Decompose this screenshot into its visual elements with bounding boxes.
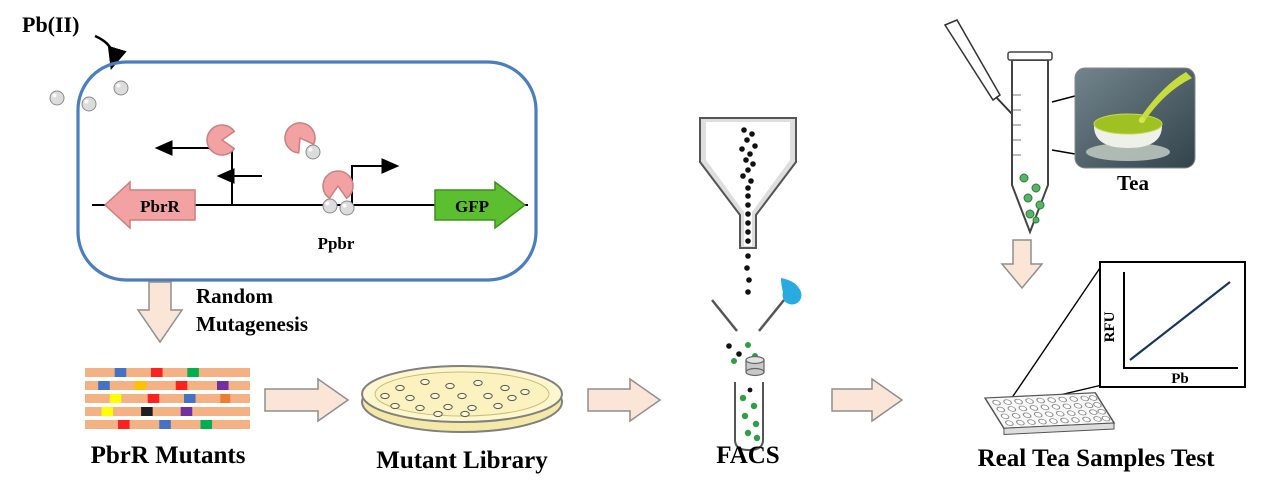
pbrr-mutants-label: PbrR Mutants <box>91 442 246 469</box>
mutation-segment <box>141 407 153 416</box>
facs-funnel-channel <box>706 122 790 246</box>
mutation-segment <box>159 420 171 429</box>
colonies <box>380 378 530 418</box>
tea-photo <box>1074 67 1196 169</box>
saucer <box>1086 143 1170 161</box>
pbrr-protein-blob <box>284 122 316 154</box>
cell-membrane <box>76 60 538 282</box>
tea-surface <box>1093 113 1163 135</box>
pb-ion-spheres <box>49 80 129 112</box>
mutation-segment <box>180 407 193 416</box>
sample-tube <box>1007 51 1076 235</box>
facs-label: FACS <box>716 442 779 469</box>
mutation-segment <box>109 394 122 403</box>
mutant-dna-bar <box>85 381 250 390</box>
graph-axes <box>1123 272 1238 369</box>
random-mutagenesis-arrow <box>136 281 184 344</box>
deflection-plates <box>711 299 785 332</box>
zoom-lines <box>1004 264 1103 409</box>
mutation-segment <box>118 420 130 429</box>
pb-ion-sphere <box>305 144 321 160</box>
tea-splash <box>1139 117 1145 123</box>
mutation-segment <box>98 381 110 390</box>
facs-sorter <box>699 117 802 452</box>
ppbr-promoter-label: Ppbr <box>318 234 355 253</box>
mutant-dna-bar <box>85 394 250 403</box>
real-tea-test-label: Real Tea Samples Test <box>978 445 1216 472</box>
mutation-segment <box>175 381 188 390</box>
pb-ion-sphere <box>339 200 355 216</box>
pb-ion-sphere <box>81 96 97 112</box>
calibration-graph: RFU Pb <box>1099 261 1246 388</box>
pbrr-protein-blobs <box>206 122 355 216</box>
mutation-segment <box>134 381 147 390</box>
pb-ion-sphere <box>322 198 338 214</box>
mutant-library-label: Mutant Library <box>376 447 548 474</box>
pb-entry-arrow <box>94 34 127 71</box>
collection-cylinder <box>745 355 765 377</box>
mutant-bars <box>85 368 250 429</box>
mutation-segment <box>151 368 163 377</box>
down-arrow-small <box>1000 239 1044 290</box>
mutation-segment <box>200 420 213 429</box>
pb-axis-label: Pb <box>1171 371 1189 387</box>
mutant-dna-bar <box>85 407 250 416</box>
petri-dish <box>361 365 563 433</box>
gfp-gene-label: GFP <box>455 197 489 216</box>
pbrr-gene-label: PbrR <box>140 197 180 216</box>
mutant-dna-bar <box>85 368 250 377</box>
mutation-segment <box>217 381 229 390</box>
cell-stream-dots <box>739 127 758 295</box>
collected-green-cells <box>739 387 761 442</box>
mutation-segment <box>101 407 114 416</box>
random-mutagenesis-label-line2: Mutagenesis <box>196 312 308 336</box>
pbrr-protein-blob <box>206 124 236 156</box>
flow-arrow-1 <box>264 377 350 423</box>
tea-stream <box>1138 72 1192 123</box>
pbrr-gene-arrow <box>103 180 196 230</box>
flow-arrow-2 <box>587 377 662 423</box>
pb-ion-sphere <box>49 90 65 106</box>
mutation-segment <box>147 394 160 403</box>
graph-line <box>1129 281 1231 361</box>
tube-graduations <box>1013 94 1021 156</box>
tea-label: Tea <box>1117 171 1149 195</box>
mutation-segment <box>184 394 196 403</box>
pb-ion-sphere <box>113 80 129 96</box>
tube-green-microbes <box>1019 173 1045 224</box>
microplate-edge <box>1003 422 1115 436</box>
mutation-segment <box>220 394 231 403</box>
pbrr-protein-blob-bound <box>322 170 354 200</box>
pipette-icon <box>943 19 1023 136</box>
mutation-segment <box>114 368 127 377</box>
gfp-gene-arrow <box>434 180 527 230</box>
microplate-wells <box>992 395 1111 426</box>
pb-ion-label: Pb(II) <box>22 12 79 37</box>
random-mutagenesis-label-line1: Random <box>196 284 274 308</box>
gfp-promoter-arrow <box>351 158 400 205</box>
tube-photo-leader-lines <box>1051 95 1076 155</box>
mutation-segment <box>187 368 199 377</box>
flow-arrow-3 <box>831 377 904 423</box>
microplate <box>983 392 1116 436</box>
droplet-icon <box>781 278 802 305</box>
rfu-axis-label: RFU <box>1102 311 1118 342</box>
